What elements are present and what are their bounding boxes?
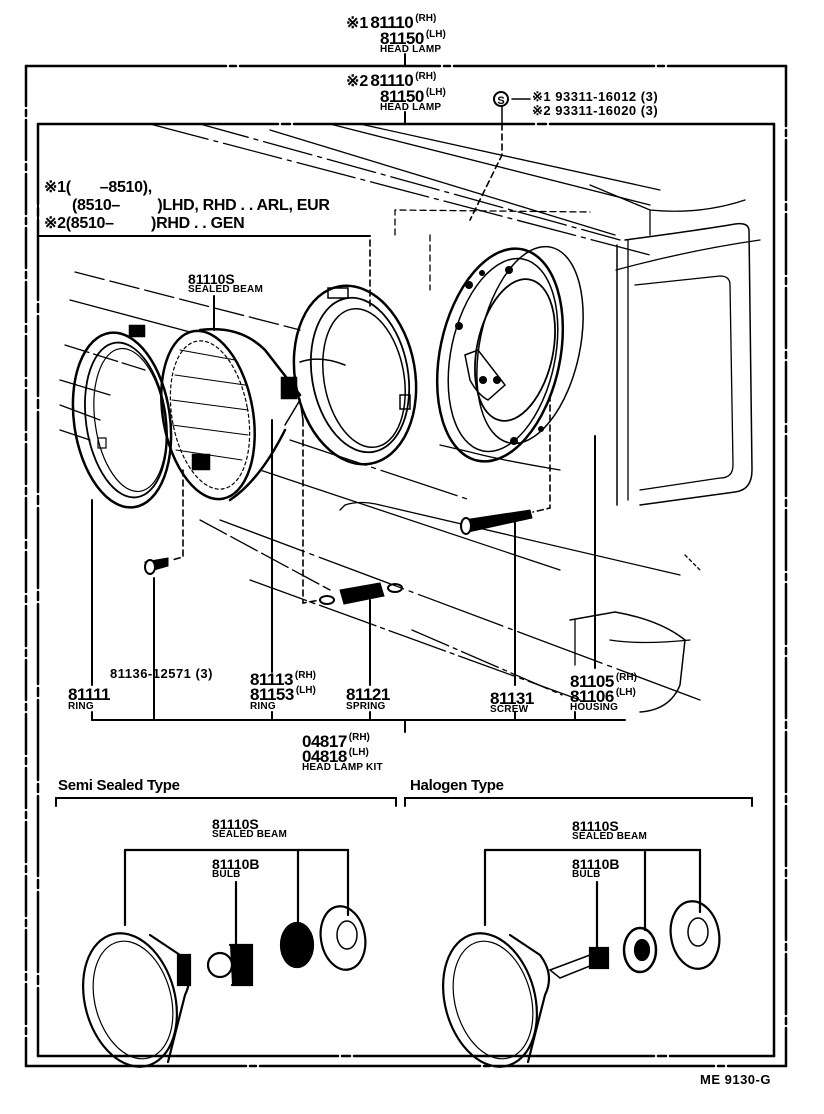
assembly-1-pn-lh: 81150 [380, 29, 424, 48]
halogen-beam-pn: 81110S [572, 818, 619, 834]
assembly-2-mark: ※2 [346, 73, 369, 90]
screw-callout-2-qty: (3) [640, 103, 659, 118]
assembly-2-side-lh: (LH) [425, 87, 446, 98]
semi-bulb-name: BULB [212, 869, 241, 880]
housing-pn-rh: 81105 [570, 672, 614, 691]
sealed-beam-drawing [160, 328, 302, 502]
kit-side-rh: (RH) [348, 732, 370, 743]
ring-screw-label: 81136-12571 (3) [110, 667, 213, 680]
kit-rh: 04817(RH) [302, 733, 370, 751]
kit-pn-lh: 04818 [302, 747, 347, 766]
ring-screw-pn: 81136-12571 [110, 666, 192, 681]
note-line-2: (8510– )LHD, RHD . . ARL, EUR [72, 197, 330, 214]
leader-lines [91, 295, 626, 733]
ring-inner-side-lh: (LH) [295, 685, 316, 696]
spring-81121-drawing [319, 582, 403, 605]
drawing-code: ME 9130-G [700, 1072, 771, 1087]
assembly-2-side-rh: (RH) [415, 71, 437, 82]
kit-side-lh: (LH) [348, 747, 369, 758]
semi-beam-pn: 81110S [212, 816, 259, 832]
ring-81111-drawing [71, 324, 173, 509]
assembly-2-pn-rh: 81110 [370, 71, 414, 90]
assembly-2-lh-label: 81150(LH) [380, 88, 446, 106]
ring-inner-lh: 81153(LH) [250, 686, 316, 704]
ring-81113-drawing [280, 284, 418, 466]
note-line-1-mark: ※1 [44, 179, 66, 196]
screw-symbol-letter: S [497, 95, 505, 107]
assembly-1-pn-rh: 81110 [370, 13, 414, 32]
assembly-1-side-lh: (LH) [425, 29, 446, 40]
housing-name: HOUSING [570, 702, 619, 713]
housing-side-lh: (LH) [615, 687, 636, 698]
screw-callout-2: ※2 93311-16020 (3) [532, 104, 658, 117]
assembly-dashed-lines [171, 123, 551, 604]
halogen-beam-name: SEALED BEAM [572, 831, 647, 842]
vehicle-body-outline [59, 123, 761, 713]
inner-frame [36, 122, 776, 1058]
housing-pn-lh: 81106 [570, 687, 614, 706]
note-line-1-text: ( –8510), [65, 179, 153, 196]
note-line-3-mark: ※2 [44, 215, 66, 232]
screw-callout-1-mark: ※1 [532, 89, 552, 104]
sealed-beam-pn: 81110S [188, 271, 235, 287]
semi-bulb-pn: 81110B [212, 856, 260, 872]
spring-name: SPRING [346, 701, 386, 712]
assembly-1-mark: ※1 [346, 15, 369, 32]
semi-sealed-drawing [82, 848, 367, 1068]
variant-semi-sealed-title: Semi Sealed Type [58, 777, 180, 794]
note-box [37, 177, 371, 237]
kit-name: HEAD LAMP KIT [302, 762, 383, 773]
ring-inner-pn-lh: 81153 [250, 685, 294, 704]
ring-inner-name: RING [250, 701, 276, 712]
housing-drawing [435, 245, 584, 463]
screw-81131-drawing [460, 509, 533, 535]
semi-beam-name: SEALED BEAM [212, 829, 287, 840]
screw-callout-1-qty: (3) [640, 89, 659, 104]
screw-callout-2-pn: 93311-16020 [555, 103, 637, 118]
assembly-1-side-rh: (RH) [415, 13, 437, 24]
ring-outer-name: RING [68, 701, 94, 712]
ring-inner-side-rh: (RH) [294, 670, 317, 681]
spring-pn: 81121 [346, 685, 390, 704]
screw-81136-drawing [144, 557, 169, 575]
screw-callout-1: ※1 93311-16012 (3) [532, 90, 658, 103]
assembly-2-pn-lh: 81150 [380, 87, 424, 106]
screw-callout-2-mark: ※2 [532, 103, 552, 118]
kit-pn-rh: 04817 [302, 732, 347, 751]
screw-symbol: S [493, 91, 509, 107]
note-line-1: ※1( –8510), [44, 180, 152, 196]
variant-brackets [55, 797, 753, 807]
note-line-3: ※2(8510– )RHD . . GEN [44, 215, 245, 232]
assembly-2-name: HEAD LAMP [380, 102, 442, 113]
halogen-bulb-name: BULB [572, 869, 601, 880]
screw-pn: 81131 [490, 689, 534, 708]
kit-lh: 04818(LH) [302, 748, 369, 766]
sealed-beam-name: SEALED BEAM [188, 284, 263, 295]
ring-inner-rh: 81113(RH) [250, 671, 316, 689]
note-line-3-text: (8510– )RHD . . GEN [65, 215, 245, 232]
ring-inner-pn-rh: 81113 [250, 670, 293, 689]
halogen-bulb-pn: 81110B [572, 856, 620, 872]
ring-outer-pn: 81111 [68, 685, 110, 704]
variant-halogen-title: Halogen Type [410, 777, 504, 794]
housing-rh: 81105(RH) [570, 673, 637, 691]
housing-lh: 81106(LH) [570, 688, 636, 706]
ring-screw-qty: (3) [195, 666, 213, 681]
screw-name: SCREW [490, 704, 529, 715]
housing-side-rh: (RH) [615, 672, 637, 683]
assembly-1-name: HEAD LAMP [380, 44, 442, 55]
screw-callout-1-pn: 93311-16012 [555, 89, 637, 104]
halogen-drawing [442, 848, 721, 1068]
assembly-1-lh-label: 81150(LH) [380, 30, 446, 48]
